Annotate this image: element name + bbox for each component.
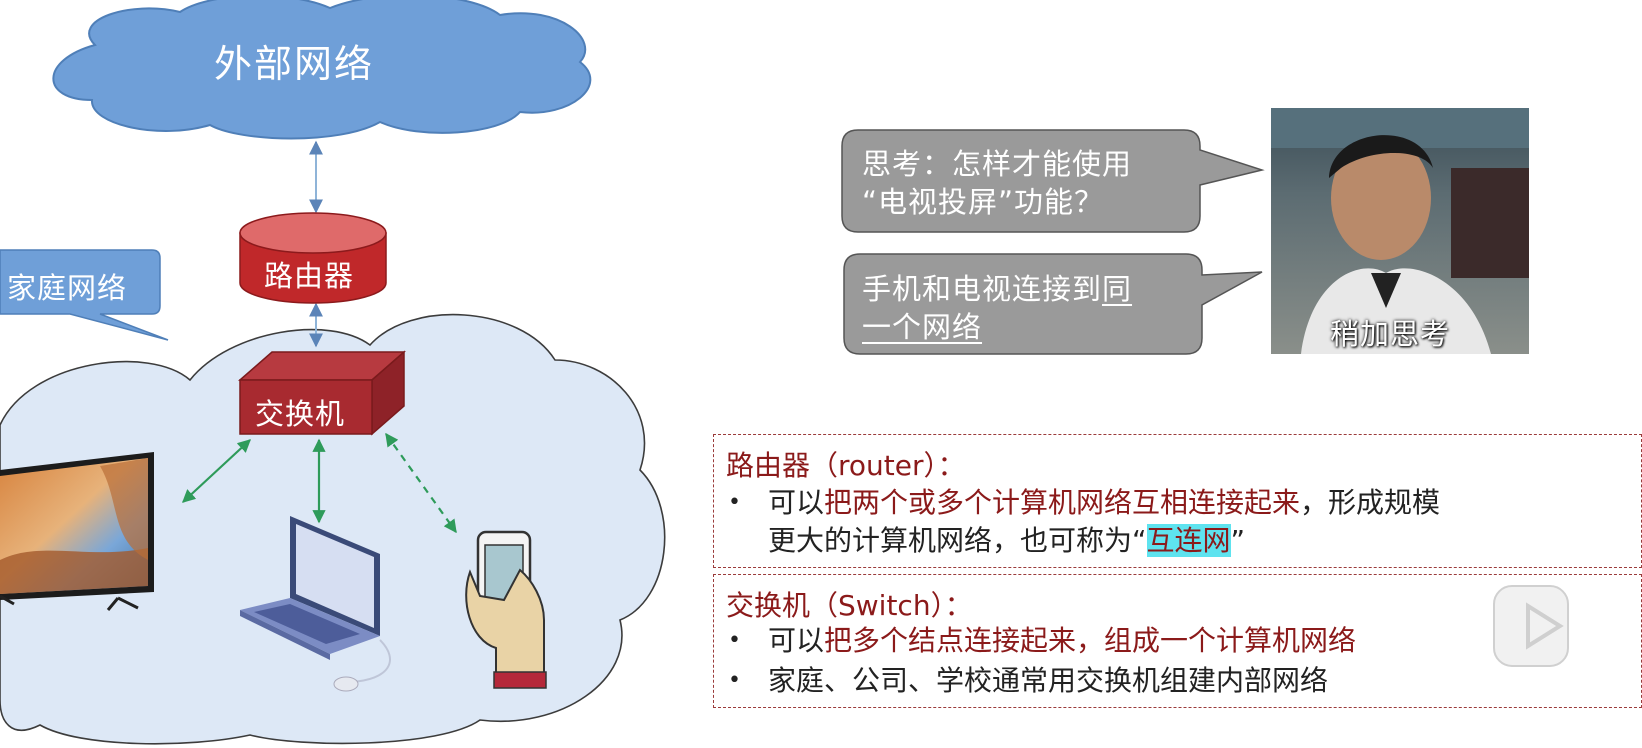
switch-box-title: 交换机（Switch）： <box>726 589 973 622</box>
question-line-2: “电视投屏”功能？ <box>862 185 1105 219</box>
switch-icon <box>238 350 406 436</box>
photo-caption: 稍加思考 <box>1330 317 1451 351</box>
home-network-callout <box>0 249 169 341</box>
switch-label: 交换机 <box>255 397 346 431</box>
switch-bullet-text-b: 把多个结点连接起来，组成一个计算机网络 <box>824 624 1357 657</box>
thinking-meme-photo <box>1271 108 1529 354</box>
router-label: 路由器 <box>264 259 355 293</box>
answer-line-1-underlined: 同 <box>1102 272 1133 306</box>
phone-icon <box>465 530 547 689</box>
router-bullet-text-e: ” <box>1230 524 1246 557</box>
answer-callout <box>843 253 1263 355</box>
router-bullet-text-a: 可以 <box>768 486 825 519</box>
switch-bullet-dot-1: • <box>728 628 741 653</box>
question-callout <box>841 129 1265 233</box>
internet-highlight: 互连网 <box>1146 524 1231 557</box>
question-line-1: 思考：怎样才能使用 <box>862 147 1133 181</box>
external-network-cloud <box>52 0 592 140</box>
question-text: 思考：怎样才能使用 “电视投屏”功能？ <box>862 145 1132 221</box>
laptop-icon <box>240 516 391 692</box>
answer-text: 手机和电视连接到同 一个网络 <box>862 270 1132 346</box>
router-bullet-text-d: 更大的计算机网络，也可称为“ <box>768 524 1147 557</box>
switch-bullet-text-a: 可以 <box>768 624 825 657</box>
router-bullet-text-b: 把两个或多个计算机网络互相连接起来 <box>824 486 1301 519</box>
router-box-title: 路由器（router）： <box>726 449 966 482</box>
play-button-icon[interactable] <box>1493 585 1569 667</box>
answer-line-2-underlined: 一个网络 <box>862 310 983 344</box>
switch-bullet-line-2: 家庭、公司、学校通常用交换机组建内部网络 <box>768 664 1329 697</box>
tv-icon <box>0 452 154 611</box>
router-bullet-dot: • <box>728 490 741 515</box>
home-network-label: 家庭网络 <box>7 271 128 305</box>
external-network-label: 外部网络 <box>214 42 375 86</box>
router-icon <box>239 212 387 304</box>
switch-bullet-dot-2: • <box>728 668 741 693</box>
switch-tv-link <box>182 439 251 503</box>
router-bullet-text-c: ，形成规模 <box>1300 486 1441 519</box>
router-bullet-line-1: 可以把两个或多个计算机网络互相连接起来，形成规模 <box>768 484 1440 522</box>
router-bullet-line-2: 更大的计算机网络，也可称为“互连网” <box>768 522 1245 560</box>
switch-bullet-line-1: 可以把多个结点连接起来，组成一个计算机网络 <box>768 622 1356 660</box>
answer-line-1: 手机和电视连接到 <box>862 272 1103 306</box>
